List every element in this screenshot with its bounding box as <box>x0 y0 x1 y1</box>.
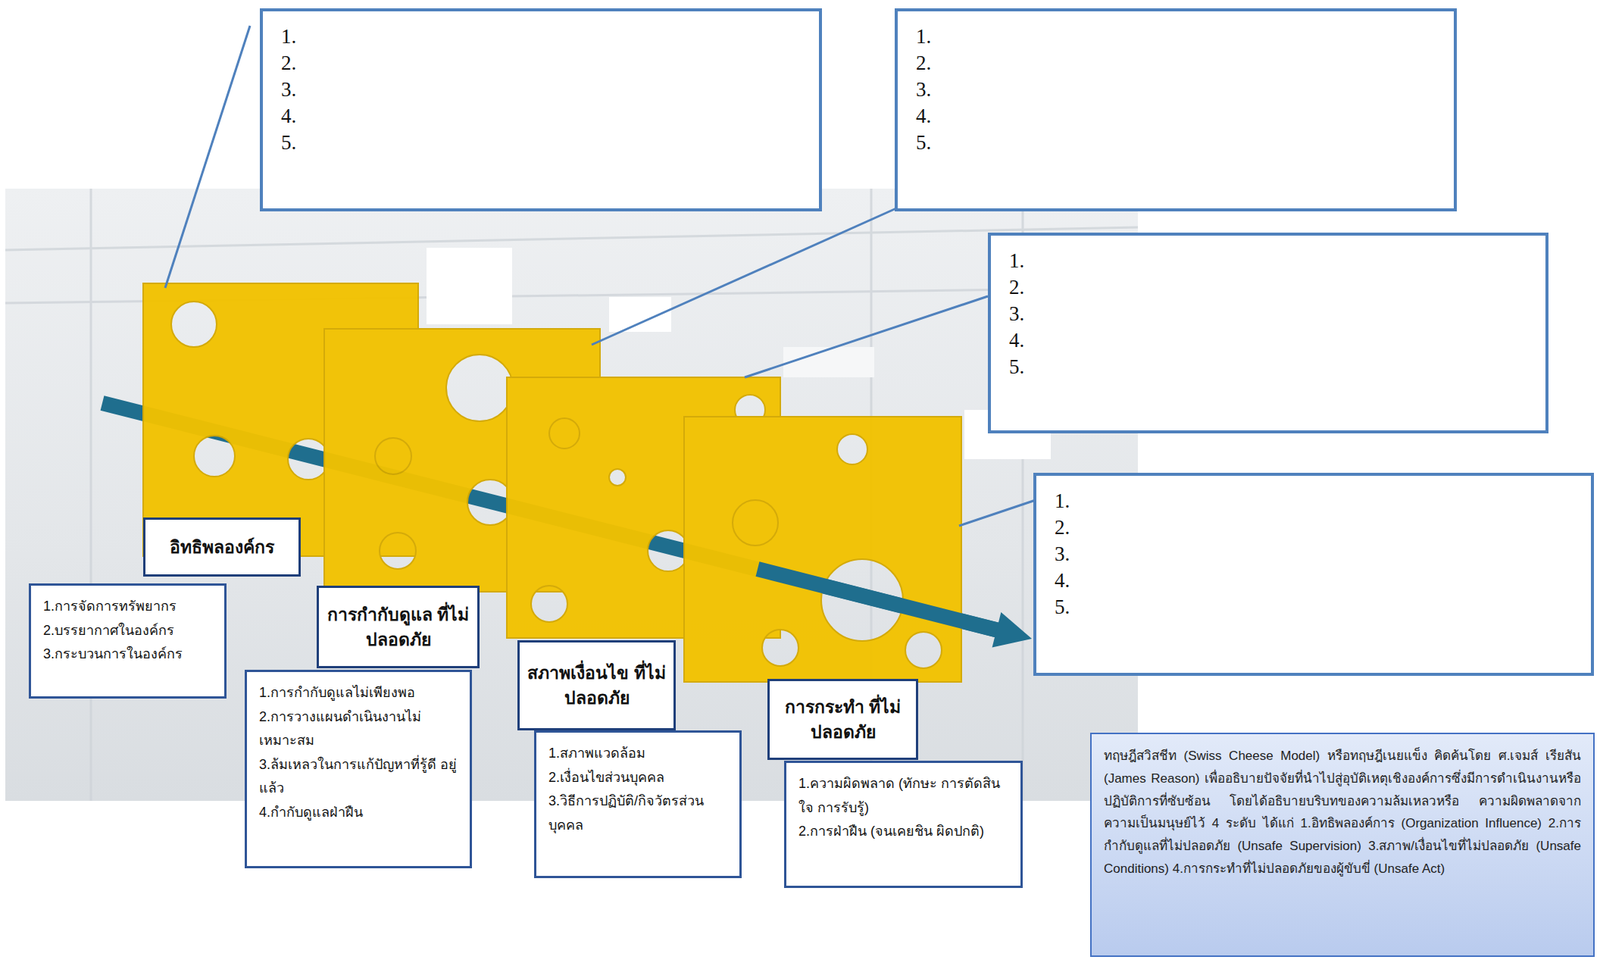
list-item: 2.เงื่อนไขส่วนบุคคล <box>548 765 728 791</box>
list-item: 3.กระบวนการในองค์กร <box>43 642 213 667</box>
blank-list-box: 1.2.3.4.5. <box>894 8 1457 212</box>
cheese-slice <box>684 416 962 682</box>
list-number: 3. <box>1009 300 1528 328</box>
arrow-head <box>992 612 1032 648</box>
window-patch <box>426 247 513 325</box>
list-number: 3. <box>281 76 801 104</box>
list-item: 2.บรรยากาศในองค์กร <box>43 618 213 644</box>
level-heading: สภาพเงื่อนไข ที่ไม่ปลอดภัย <box>517 640 676 731</box>
heading-text: การกำกับดูแล ที่ไม่ปลอดภัย <box>326 602 470 651</box>
note-text: ทฤษฎีสวิสชีท (Swiss Cheese Model) หรือทฤ… <box>1103 744 1582 881</box>
list-item: 1.สภาพแวดล้อม <box>548 741 728 766</box>
theory-note: ทฤษฎีสวิสชีท (Swiss Cheese Model) หรือทฤ… <box>1090 732 1595 957</box>
leader-line <box>744 296 988 378</box>
list-item: 1.ความผิดพลาด (ทักษะ การตัดสินใจ การรับร… <box>798 771 1009 820</box>
list-number: 5. <box>1009 353 1528 381</box>
window-patch <box>783 346 875 378</box>
list-number: 5. <box>1054 593 1573 621</box>
list-number: 4. <box>915 103 1436 130</box>
heading-text: สภาพเงื่อนไข ที่ไม่ปลอดภัย <box>527 660 666 710</box>
level-factor-list: 1.สภาพแวดล้อม2.เงื่อนไขส่วนบุคคล3.วิธีกา… <box>534 730 742 879</box>
warehouse-background <box>5 188 1138 801</box>
level-factor-list: 1.ความผิดพลาด (ทักษะ การตัดสินใจ การรับร… <box>784 760 1023 888</box>
level-factor-list: 1.การจัดการทรัพยากร2.บรรยากาศในองค์กร3.ก… <box>28 583 227 699</box>
blank-list-box: 1.2.3.4.5. <box>987 232 1549 434</box>
list-item: 4.กำกับดูแลฝ่าฝืน <box>259 800 458 825</box>
list-number: 4. <box>1009 327 1528 354</box>
blank-list-box: 1.2.3.4.5. <box>259 8 822 212</box>
list-number: 3. <box>1054 540 1573 568</box>
list-number: 4. <box>281 103 801 130</box>
heading-wrap: อิทธิพลองค์กร <box>169 534 275 560</box>
hazard-arrow <box>757 568 999 631</box>
list-number: 5. <box>915 129 1436 157</box>
list-number: 2. <box>915 50 1436 77</box>
list-number: 5. <box>281 129 801 157</box>
list-number: 1. <box>915 23 1436 50</box>
list-item: 2.การฝ่าฝืน (จนเคยชิน ผิดปกติ) <box>798 819 1009 844</box>
level-heading: การกำกับดูแล ที่ไม่ปลอดภัย <box>316 585 480 669</box>
list-number: 2. <box>1054 514 1573 541</box>
heading-text: การกระทำ ที่ไม่ปลอดภัย <box>777 694 909 744</box>
list-number: 1. <box>1054 487 1573 515</box>
level-heading: อิทธิพลองค์กร <box>143 517 301 577</box>
heading-text: อิทธิพลองค์กร <box>169 534 275 560</box>
leader-line <box>591 208 897 345</box>
list-item: 1.การจัดการทรัพยากร <box>43 594 213 619</box>
list-item: 1.การกำกับดูแลไม่เพียงพอ <box>259 681 458 706</box>
level-heading: การกระทำ ที่ไม่ปลอดภัย <box>767 678 919 760</box>
list-number: 1. <box>1009 247 1528 275</box>
list-number: 2. <box>281 50 801 77</box>
list-item: 3.ล้มเหลวในการแก้ปัญหาที่รู้ดี อยู่แล้ว <box>259 753 458 801</box>
heading-wrap: สภาพเงื่อนไข ที่ไม่ปลอดภัย <box>527 660 666 710</box>
list-number: 2. <box>1009 274 1528 301</box>
level-factor-list: 1.การกำกับดูแลไม่เพียงพอ2.การวางแผนดำเนิ… <box>244 669 472 869</box>
leader-line <box>165 25 250 288</box>
list-item: 2.การวางแผนดำเนินงานไม่ เหมาะสม <box>259 705 458 754</box>
warehouse-beams <box>5 188 1138 801</box>
list-number: 4. <box>1054 567 1573 594</box>
list-number: 3. <box>915 76 1436 104</box>
blank-list-box: 1.2.3.4.5. <box>1033 472 1594 676</box>
heading-wrap: การกระทำ ที่ไม่ปลอดภัย <box>777 694 909 744</box>
leader-line <box>959 500 1036 526</box>
list-number: 1. <box>281 23 801 50</box>
heading-wrap: การกำกับดูแล ที่ไม่ปลอดภัย <box>326 602 470 651</box>
list-item: 3.วิธีการปฏิบัติ/กิจวัตรส่วน บุคคล <box>548 789 728 838</box>
